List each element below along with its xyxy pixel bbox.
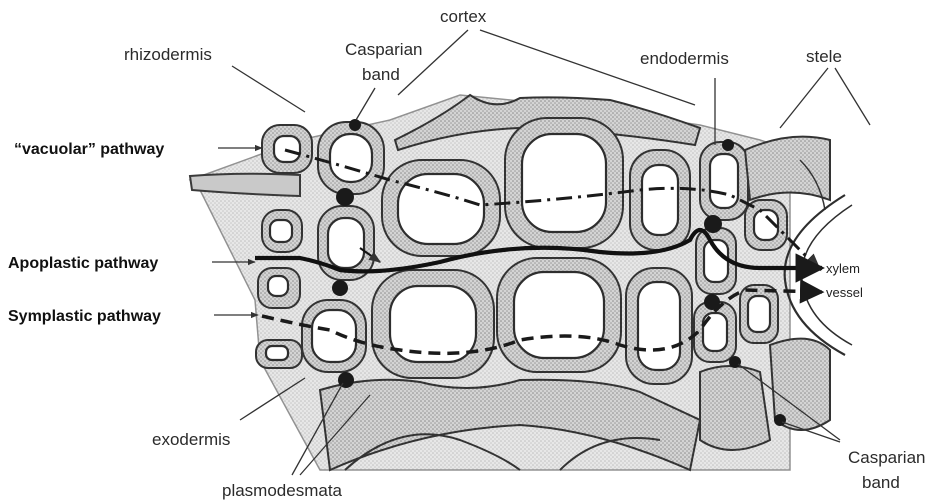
casparian-band-bottom-label-line1: Casparian <box>848 448 926 467</box>
symplastic-pathway-label: Symplastic pathway <box>8 308 161 325</box>
vacuolar-pathway-label: “vacuolar” pathway <box>14 141 164 158</box>
plasmodesmata-label: plasmodesmata <box>222 481 343 500</box>
rhizodermis-label: rhizodermis <box>124 45 212 64</box>
casparian-band-top-label-line2: band <box>362 65 400 84</box>
vessel-label: vessel <box>826 285 863 300</box>
casparian-band-top-label-line1: Casparian <box>345 40 423 59</box>
endodermis-label: endodermis <box>640 49 729 68</box>
xylem-label: xylem <box>826 261 860 276</box>
apoplastic-pathway-label: Apoplastic pathway <box>8 255 158 272</box>
stele-label: stele <box>806 47 842 66</box>
casparian-band-bottom-label-line2: band <box>862 473 900 492</box>
exodermis-label: exodermis <box>152 430 230 449</box>
cortex-label: cortex <box>440 7 487 26</box>
